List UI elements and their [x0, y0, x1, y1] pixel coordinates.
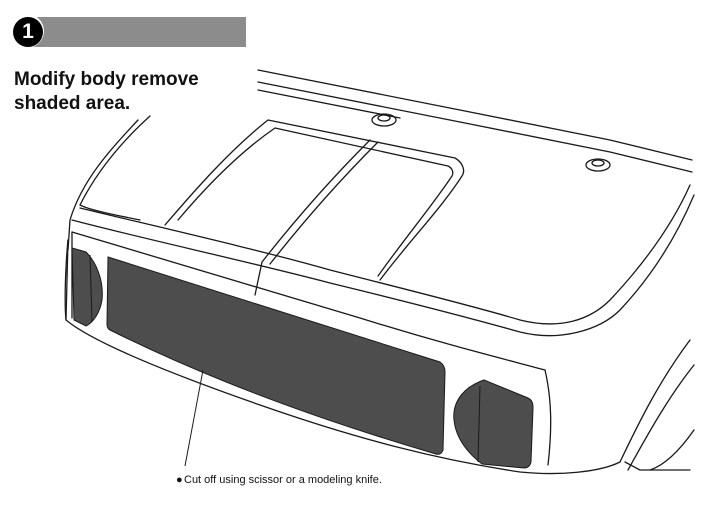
note-bullet: ●: [176, 474, 183, 486]
step-instruction: Modify body remove shaded area.: [14, 69, 199, 114]
step-number-badge: 1: [13, 17, 43, 47]
note-text: Cut off using scissor or a modeling knif…: [184, 474, 382, 486]
grille-shaded-area: [106, 256, 446, 455]
cutting-note: ●Cut off using scissor or a modeling kni…: [176, 474, 396, 487]
step-header: 1: [10, 14, 246, 49]
left-light-shaded-area: [71, 247, 103, 327]
step-header-bar: [30, 17, 246, 47]
right-light-shaded-area: [453, 379, 534, 469]
